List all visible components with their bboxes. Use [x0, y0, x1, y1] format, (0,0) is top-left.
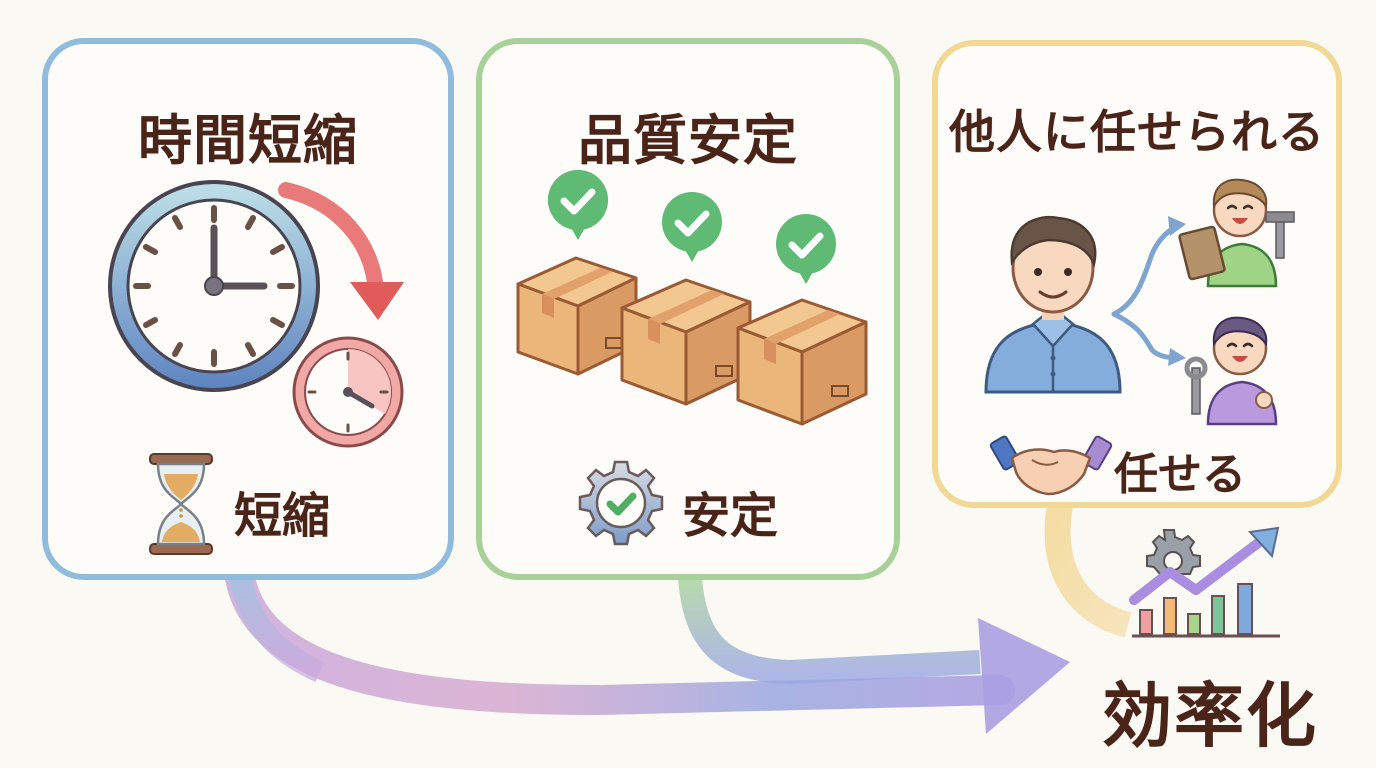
curved-arrow-down-icon — [278, 182, 404, 320]
check-badge-icon — [776, 214, 836, 284]
worker-wrench-icon — [1184, 316, 1278, 426]
clock-icon — [108, 180, 320, 392]
gear-check-icon — [578, 460, 664, 546]
caption-stability: 安定 — [682, 488, 779, 544]
result-label-efficiency: 効率化 — [1102, 675, 1318, 757]
card-quality-stability: 品質安定 — [476, 38, 900, 580]
card-delegation: 他人に任せられる — [932, 40, 1342, 508]
worker-clipboard-icon — [1178, 178, 1295, 288]
person-icon — [984, 215, 1122, 394]
card-title-delegation: 他人に任せられる — [949, 105, 1325, 159]
hourglass-icon — [149, 453, 213, 555]
check-badge-icon — [662, 192, 722, 262]
card-title-quality-stability: 品質安定 — [578, 109, 798, 172]
check-badge-icon — [547, 170, 608, 240]
growth-chart-gear-icon — [1129, 526, 1280, 638]
caption-delegate: 任せる — [1114, 449, 1246, 500]
handshake-icon — [989, 435, 1113, 496]
small-clock-icon — [292, 336, 404, 448]
box-icon — [620, 278, 752, 406]
card-title-time-reduction: 時間短縮 — [138, 109, 358, 172]
caption-reduction: 短縮 — [234, 488, 331, 544]
branch-arrows-icon — [1111, 216, 1186, 366]
card-time-reduction: 時間短縮 — [42, 38, 454, 580]
box-icon — [736, 298, 868, 426]
